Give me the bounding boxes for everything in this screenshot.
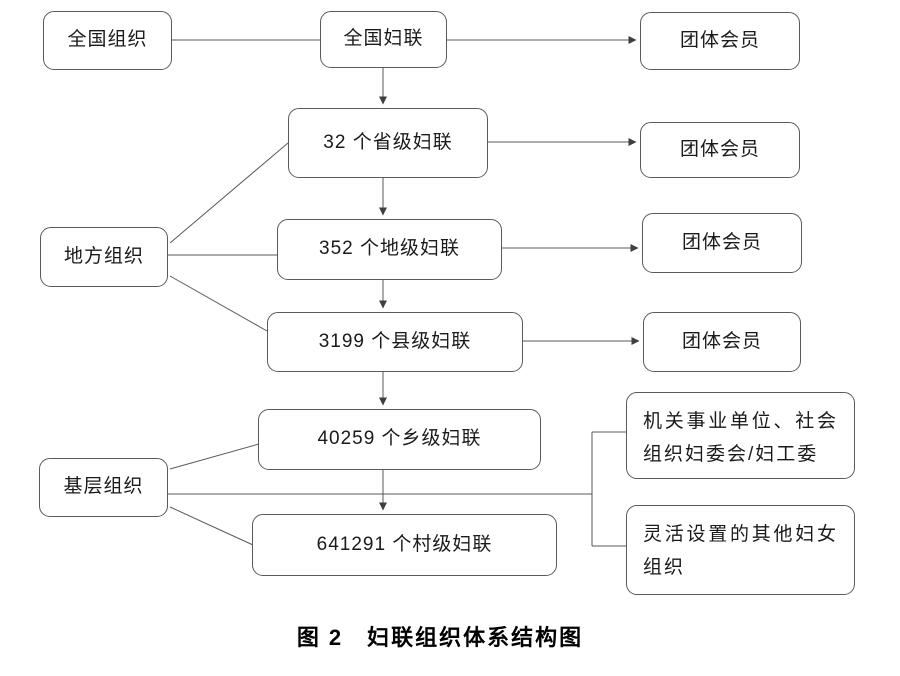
node-group-member-4: 团体会员 (643, 312, 801, 372)
node-county-federations: 3199 个县级妇联 (267, 312, 523, 372)
node-village-federations: 641291 个村级妇联 (252, 514, 557, 576)
node-org-women-committees: 机关事业单位、社会组织妇委会/妇工委 (626, 392, 855, 479)
connector-local-label-to-county (169, 275, 268, 332)
connector-local-label-to-provincial (169, 142, 289, 244)
node-local-organization-label: 地方组织 (40, 227, 168, 287)
node-grassroots-organization-label: 基层组织 (39, 458, 168, 517)
node-flexible-women-organizations: 灵活设置的其他妇女组织 (626, 505, 855, 595)
node-national-federation: 全国妇联 (320, 11, 447, 68)
node-provincial-federations: 32 个省级妇联 (288, 108, 488, 178)
connector-grassroots-label-to-township (169, 443, 260, 470)
connector-grassroots-label-to-village (169, 506, 254, 546)
node-group-member-3: 团体会员 (642, 213, 802, 273)
node-national-organization-label: 全国组织 (43, 11, 172, 70)
node-township-federations: 40259 个乡级妇联 (258, 409, 541, 470)
node-group-member-2: 团体会员 (640, 122, 800, 178)
figure-caption: 图 2 妇联组织体系结构图 (296, 625, 584, 650)
node-group-member-1: 团体会员 (640, 12, 800, 70)
node-prefecture-federations: 352 个地级妇联 (277, 219, 502, 280)
